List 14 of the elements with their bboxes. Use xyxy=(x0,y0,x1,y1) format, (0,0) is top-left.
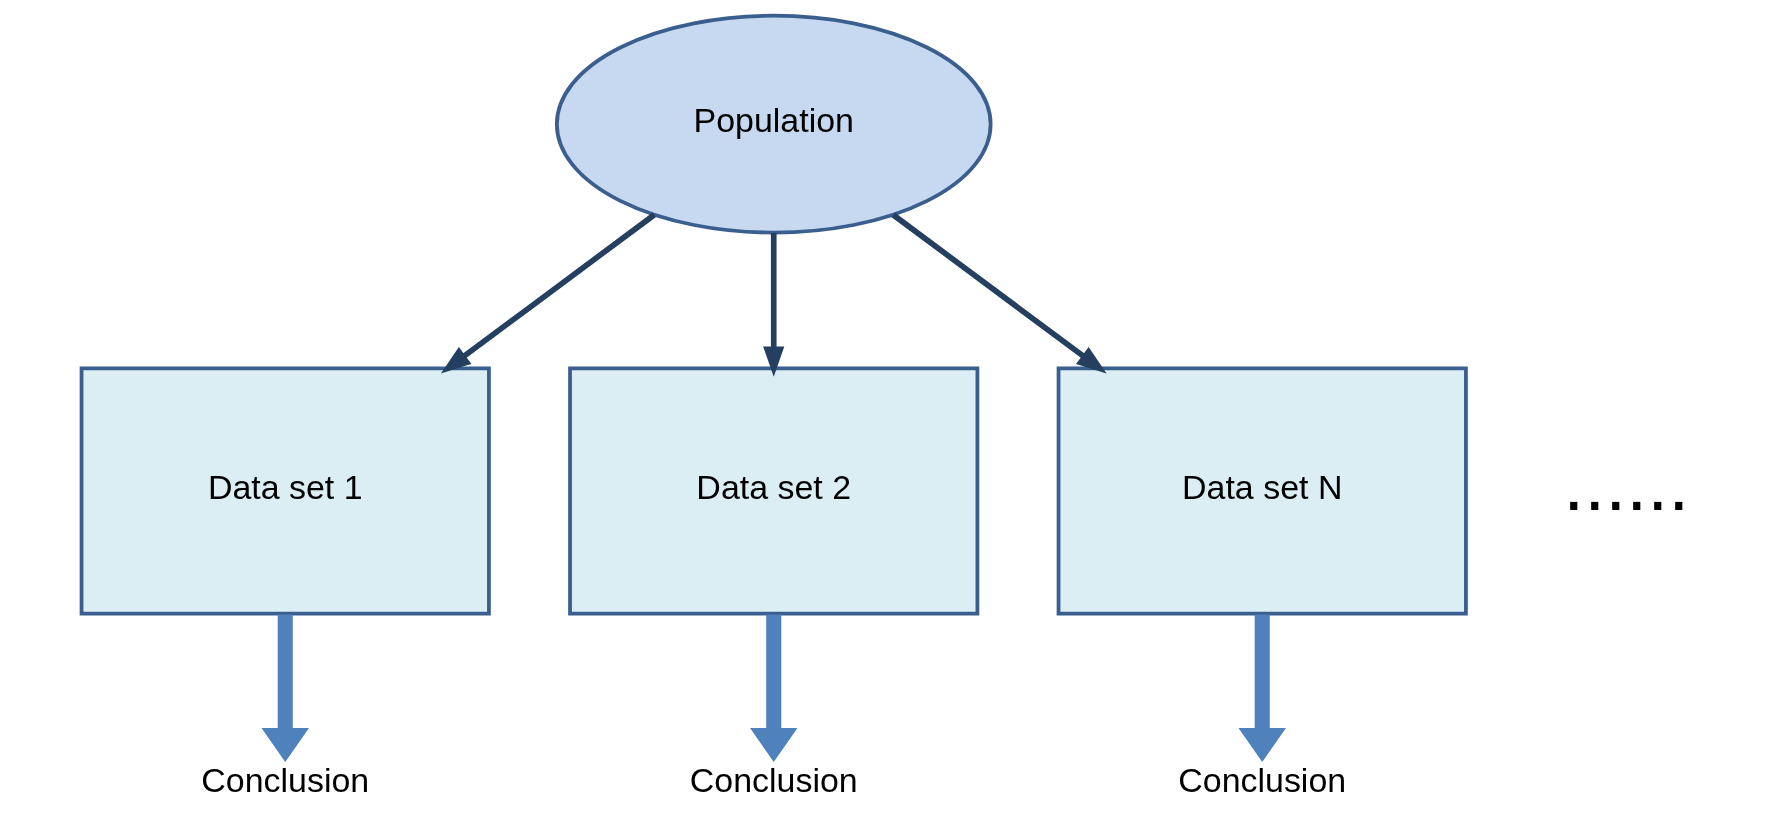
node-box: Data set N xyxy=(1056,366,1468,616)
node-text: Conclusion xyxy=(1178,760,1347,799)
node-text: Conclusion xyxy=(201,760,370,799)
arrow xyxy=(1238,614,1286,762)
node-ellipse: Population xyxy=(554,13,993,235)
arrow xyxy=(750,614,798,762)
arrow xyxy=(891,212,1107,374)
node-box: Data set 1 xyxy=(79,366,491,616)
node-text: Conclusion xyxy=(689,760,858,799)
arrow xyxy=(261,614,309,762)
arrow xyxy=(763,233,785,377)
label: ...... xyxy=(1563,441,1690,526)
node-box: Data set 2 xyxy=(568,366,980,616)
arrow xyxy=(440,212,656,374)
